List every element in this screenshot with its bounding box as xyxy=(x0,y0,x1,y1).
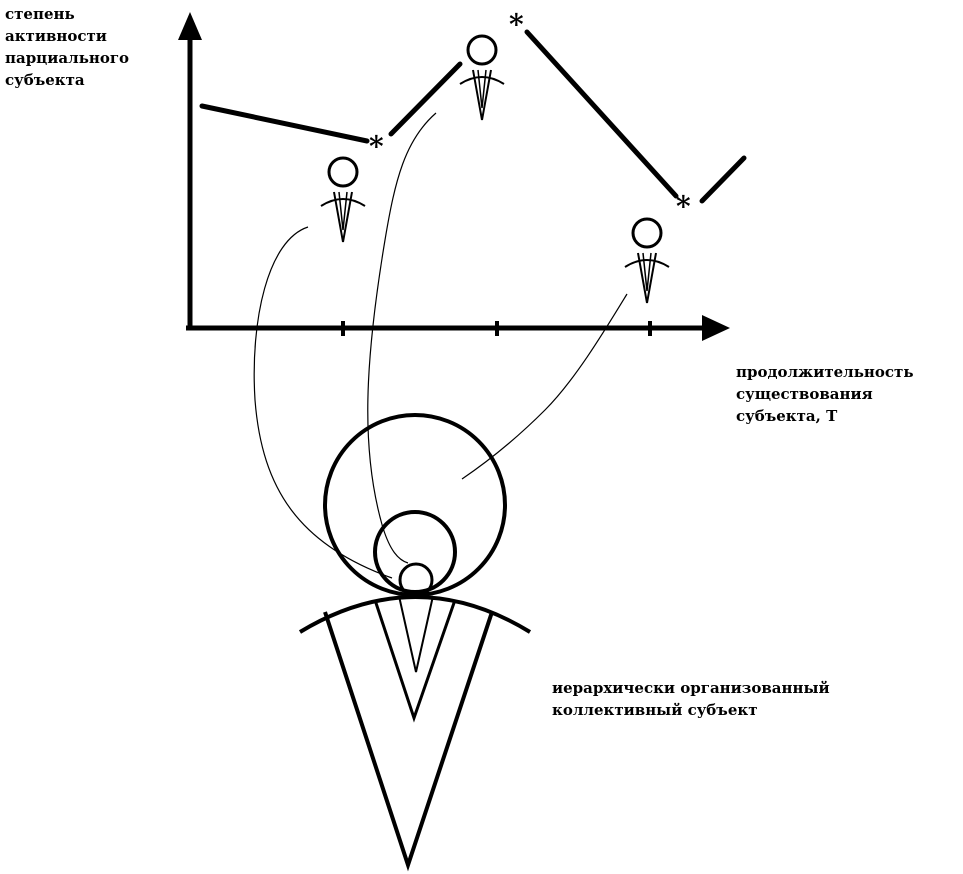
transition-marker-1: * xyxy=(369,130,384,163)
partial-subject-figure-3 xyxy=(623,217,671,305)
collective-subject-label: иерархически организованный коллективный… xyxy=(552,677,830,721)
y-axis-label-line-1: степень xyxy=(5,5,75,23)
x-axis-label-line-1: продолжительность xyxy=(736,363,914,381)
transition-marker-2: * xyxy=(509,8,524,41)
collective-subject-label-line-2: коллективный субъект xyxy=(552,701,758,719)
x-axis-label-line-2: существования xyxy=(736,385,873,403)
activity-curve xyxy=(199,29,747,204)
x-axis-label: продолжительность существования субъекта… xyxy=(736,361,914,427)
collective-subject-label-line-1: иерархически организованный xyxy=(552,679,830,697)
x-axis-ticks xyxy=(341,321,652,336)
transition-marker-3: * xyxy=(676,190,691,223)
y-axis-label-line-3: парциального xyxy=(5,49,130,67)
x-axis xyxy=(186,315,730,341)
y-axis-label-line-4: субъекта xyxy=(5,71,85,89)
y-axis-label: степень активности парциального субъекта xyxy=(5,3,129,91)
collective-circles xyxy=(323,413,507,598)
y-axis xyxy=(178,12,202,330)
y-axis-label-line-2: активности xyxy=(5,27,107,45)
connector-lines xyxy=(253,112,628,579)
x-axis-label-line-3: субъекта, T xyxy=(736,407,838,425)
partial-subject-figure-1 xyxy=(319,156,367,244)
collective-subject-figure xyxy=(298,595,532,872)
partial-subject-figure-2 xyxy=(458,34,506,122)
